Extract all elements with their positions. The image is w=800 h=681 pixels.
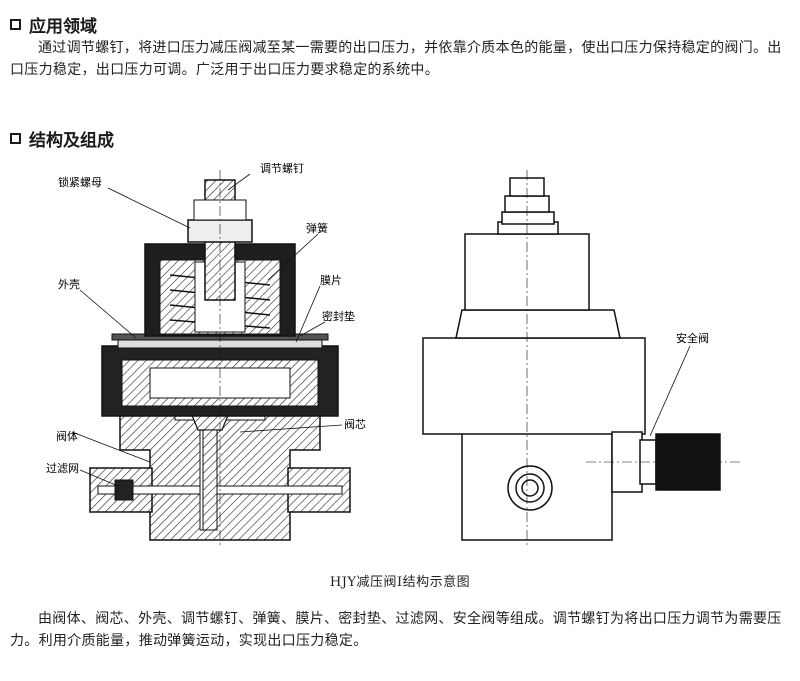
label-spring: 弹簧 (306, 221, 328, 235)
label-adjust-screw: 调节螺钉 (260, 162, 304, 175)
checkbox-square-icon (10, 133, 21, 144)
diagram-caption: HJY减压阀I结构示意图 (329, 575, 471, 590)
label-valve-body: 阀体 (56, 429, 78, 443)
label-valve-core: 阀芯 (344, 417, 366, 431)
valve-structure-diagram: 调节螺钉 锁紧螺母 弹簧 外壳 膜片 密封垫 阀芯 阀体 过滤网 安全阀 (46, 162, 740, 548)
checkbox-square-icon (10, 19, 21, 30)
label-housing: 外壳 (58, 277, 80, 291)
label-safety-valve: 安全阀 (676, 331, 709, 345)
application-paragraph: 通过调节螺钉，将进口压力减压阀减至某一需要的出口压力，并依靠介质本色的能量，使出… (10, 40, 782, 78)
composition-paragraph: 由阀体、阀芯、外壳、调节螺钉、弹簧、膜片、密封垫、过滤网、安全阀等组成。调节螺钉… (10, 611, 782, 649)
label-seal-gasket: 密封垫 (322, 309, 355, 323)
section-heading-structure: 结构及组成 (10, 126, 114, 151)
section-title: 结构及组成 (29, 131, 114, 151)
label-filter: 过滤网 (46, 462, 79, 475)
filter-mesh (114, 479, 134, 501)
section-heading-application: 应用领域 (10, 12, 97, 37)
label-lock-nut: 锁紧螺母 (58, 175, 102, 189)
label-diaphragm: 膜片 (320, 274, 342, 287)
exterior-view (422, 170, 740, 548)
sectional-view: 调节螺钉 锁紧螺母 弹簧 外壳 膜片 密封垫 阀芯 阀体 过滤网 (46, 162, 366, 545)
section-title: 应用领域 (29, 17, 97, 37)
